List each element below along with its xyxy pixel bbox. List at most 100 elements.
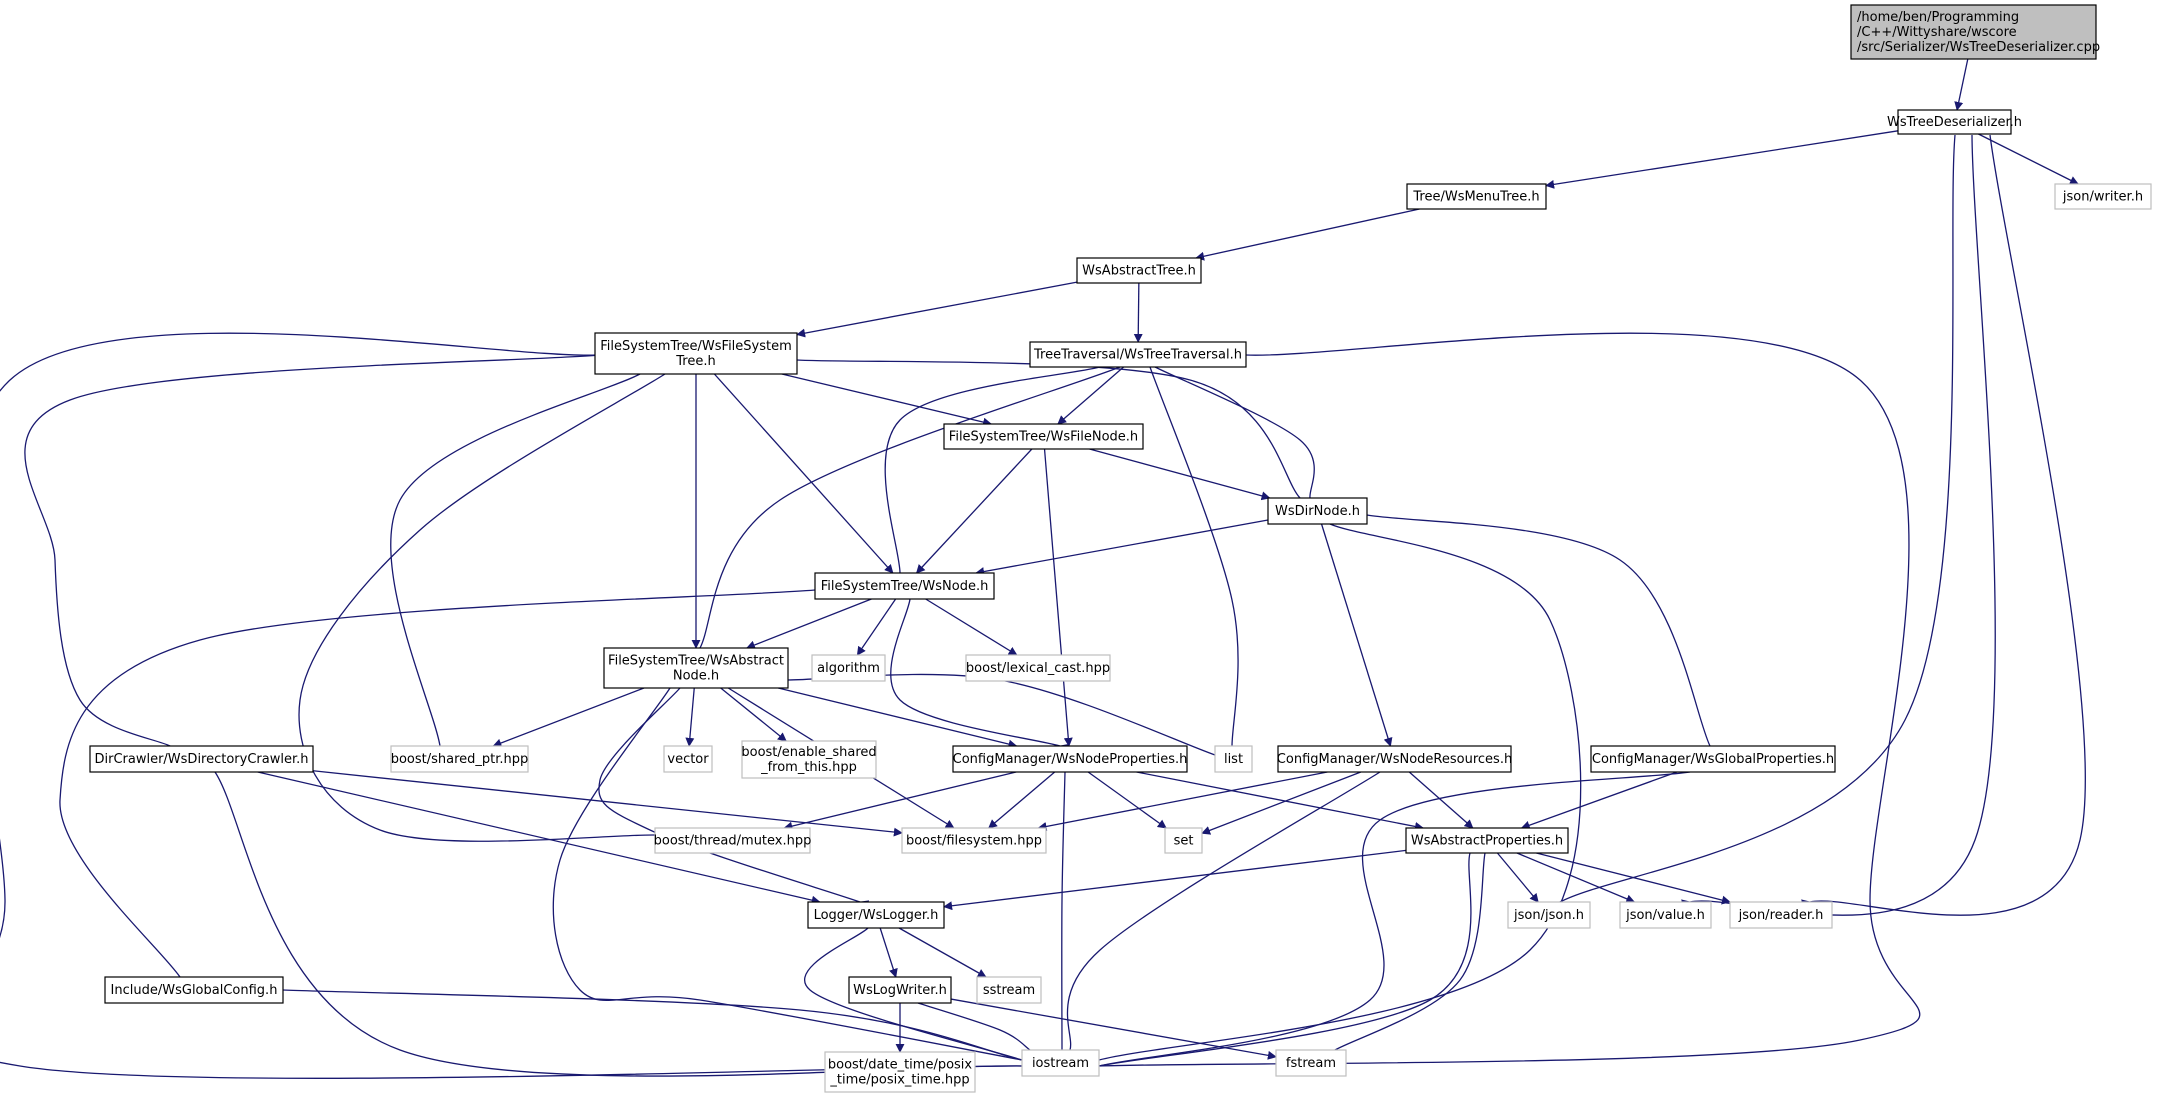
node-wsdirnode[interactable]: WsDirNode.h [1267, 497, 1368, 525]
node-label: algorithm [817, 661, 880, 676]
edge-wsabstracttree-to-wstreetraversal [1133, 282, 1143, 343]
node-root[interactable]: /home/ben/Programming/C++/Wittyshare/wsc… [1850, 4, 2100, 60]
node-label: boost/thread/mutex.hpp [654, 834, 812, 849]
node-layer: /home/ben/Programming/C++/Wittyshare/wsc… [89, 4, 2152, 1093]
node-label: vector [667, 752, 709, 767]
node-box [1214, 745, 1253, 773]
node-wsnodeproperties[interactable]: ConfigManager/WsNodeProperties.h [952, 745, 1188, 773]
node-jsonvalue: json/value.h [1619, 901, 1712, 929]
node-wsabstractproperties[interactable]: WsAbstractProperties.h [1405, 827, 1569, 854]
node-box [943, 423, 1144, 450]
node-label: set [1174, 834, 1194, 849]
node-jsonjson: json/json.h [1507, 901, 1591, 929]
node-label: fstream [1286, 1056, 1336, 1071]
node-label: Node.h [673, 669, 719, 684]
edge-wsnoderesources-to-iostream [1063, 771, 1381, 1060]
node-iostream: iostream [1021, 1049, 1100, 1077]
edge-wsdirnode-to-wsnoderesources [1320, 523, 1393, 747]
edge-wsglobalproperties-to-iostream [1078, 771, 1691, 1073]
node-label: sstream [983, 983, 1035, 998]
edge-wsabstractproperties-to-jsonreader [1536, 852, 1731, 905]
edge-wsnodeproperties-to-iostream [1057, 771, 1067, 1062]
node-wstreedeser[interactable]: WsTreeDeserializer.h [1887, 109, 2022, 135]
node-box [814, 572, 995, 600]
edge-wslogger-to-wslogwriter [879, 927, 898, 978]
edge-wsfilesystemtree-to-wsnode [713, 373, 894, 574]
node-label: boost/lexical_cast.hpp [966, 661, 1110, 676]
edge-wstreedeser-to-jsonwriter [1978, 133, 2079, 185]
edge-dircrawler-to-wslogger [257, 771, 821, 905]
edge-wstreedeser-to-wsmenutree [1545, 130, 1899, 189]
edge-wsmenutree-to-wsabstracttree [1195, 208, 1420, 261]
node-box [1405, 827, 1569, 854]
node-box [1277, 745, 1512, 773]
node-label: ConfigManager/WsNodeResources.h [1277, 752, 1512, 767]
node-wslogwriter[interactable]: WsLogWriter.h [848, 976, 952, 1004]
node-label: boost/shared_ptr.hpp [391, 752, 529, 767]
node-label: boost/enable_shared [741, 745, 876, 760]
node-dircrawler[interactable]: DirCrawler/WsDirectoryCrawler.h [89, 745, 314, 773]
node-wsmenutree[interactable]: Tree/WsMenuTree.h [1406, 183, 1547, 210]
node-label: WsAbstractTree.h [1082, 264, 1196, 279]
node-box [1619, 901, 1712, 929]
node-box [603, 647, 789, 689]
edge-wslogwriter-to-fstream [950, 998, 1277, 1060]
edge-wstreetraversal-to-list [1149, 366, 1239, 758]
edge-wsnode-to-algorithm [856, 598, 897, 656]
node-wsfilenode[interactable]: FileSystemTree/WsFileNode.h [943, 423, 1144, 450]
node-label: FileSystemTree/WsAbstract [608, 654, 784, 669]
node-label: FileSystemTree/WsFileSystem [600, 339, 792, 354]
node-label: list [1224, 752, 1243, 767]
node-wsglobalproperties[interactable]: ConfigManager/WsGlobalProperties.h [1590, 745, 1836, 773]
node-label: Include/WsGlobalConfig.h [111, 983, 278, 998]
node-box [952, 745, 1188, 773]
node-set: set [1164, 827, 1203, 854]
node-wsnoderesources[interactable]: ConfigManager/WsNodeResources.h [1277, 745, 1512, 773]
node-lexicalcast: boost/lexical_cast.hpp [965, 654, 1111, 682]
node-box [1076, 257, 1202, 284]
node-label: _time/posix_time.hpp [829, 1073, 969, 1088]
node-box [807, 901, 945, 929]
node-label: Tree/WsMenuTree.h [1412, 190, 1539, 205]
node-label: iostream [1032, 1056, 1089, 1071]
edge-wsfilesystemtree-to-wsfilenode [781, 373, 993, 427]
node-box [2054, 183, 2152, 210]
edge-root-to-wstreedeser [1954, 58, 1969, 111]
node-posixtime: boost/date_time/posix_time/posix_time.hp… [824, 1051, 976, 1093]
node-box [1029, 341, 1247, 368]
edge-wsabstracttree-to-wsfilesystemtree [796, 281, 1078, 338]
edge-wsfilesystemtree-to-mutex [298, 373, 676, 842]
node-list: list [1214, 745, 1253, 773]
node-fstream: fstream [1275, 1049, 1347, 1077]
edge-wsabstractnode-to-vector [685, 687, 695, 747]
edge-wsabstractnode-to-wslogger [598, 687, 877, 909]
node-wslogger[interactable]: Logger/WsLogger.h [807, 901, 945, 929]
edge-wstreetraversal-to-wsfilenode [1057, 366, 1125, 425]
node-wsnode[interactable]: FileSystemTree/WsNode.h [814, 572, 995, 600]
node-label: boost/filesystem.hpp [906, 834, 1042, 849]
node-box [1164, 827, 1203, 854]
node-enableshared: boost/enable_shared_from_this.hpp [741, 740, 877, 779]
node-label: WsDirNode.h [1275, 504, 1360, 519]
node-wstreetraversal[interactable]: TreeTraversal/WsTreeTraversal.h [1029, 341, 1247, 368]
node-box [1897, 109, 2012, 135]
edge-wsnode-to-wsabstractnode [746, 598, 872, 650]
node-algorithm: algorithm [811, 654, 886, 682]
node-box [1590, 745, 1836, 773]
edge-wsdirnode-to-iostream [1066, 523, 1582, 1069]
edge-wsnodeproperties-to-wsabstractproperties [1136, 771, 1424, 831]
edge-wsfilenode-to-wsdirnode [1089, 448, 1271, 501]
node-sharedptr: boost/shared_ptr.hpp [390, 745, 529, 773]
node-label: json/reader.h [1738, 908, 1824, 923]
edge-wsnodeproperties-to-mutex [783, 771, 1017, 831]
node-box [1406, 183, 1547, 210]
node-box [104, 976, 284, 1004]
node-label: json/value.h [1625, 908, 1705, 923]
node-wsabstracttree[interactable]: WsAbstractTree.h [1076, 257, 1202, 284]
node-jsonwriter: json/writer.h [2054, 183, 2152, 210]
node-label: /C++/Wittyshare/wscore [1857, 25, 2017, 40]
node-wsglobalconfig[interactable]: Include/WsGlobalConfig.h [104, 976, 284, 1004]
